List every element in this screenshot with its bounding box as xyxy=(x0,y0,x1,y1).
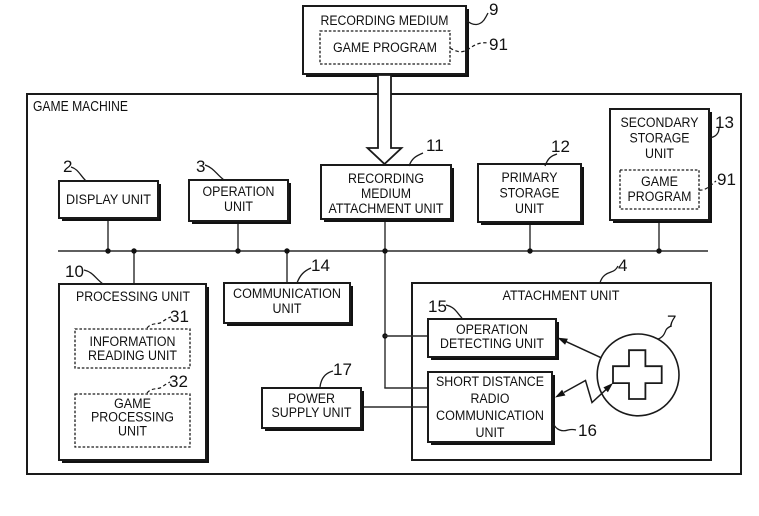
svg-text:9: 9 xyxy=(489,0,498,19)
svg-text:11: 11 xyxy=(426,136,444,155)
svg-text:UNIT: UNIT xyxy=(476,425,505,440)
svg-text:PRIMARY: PRIMARY xyxy=(502,170,558,185)
svg-text:COMMUNICATION: COMMUNICATION xyxy=(436,408,544,423)
svg-text:DISPLAY UNIT: DISPLAY UNIT xyxy=(66,192,151,207)
svg-text:DETECTING UNIT: DETECTING UNIT xyxy=(440,336,544,351)
svg-text:RECORDING MEDIUM: RECORDING MEDIUM xyxy=(321,13,449,28)
svg-text:SHORT DISTANCE: SHORT DISTANCE xyxy=(436,374,544,389)
svg-text:91: 91 xyxy=(717,170,736,189)
svg-text:UNIT: UNIT xyxy=(515,201,544,216)
svg-text:READING UNIT: READING UNIT xyxy=(88,348,177,363)
svg-text:GAME: GAME xyxy=(641,174,678,189)
svg-text:ATTACHMENT UNIT: ATTACHMENT UNIT xyxy=(503,288,620,303)
svg-text:MEDIUM: MEDIUM xyxy=(361,186,411,201)
svg-text:GAME MACHINE: GAME MACHINE xyxy=(33,98,128,115)
svg-text:14: 14 xyxy=(311,256,330,275)
svg-text:PROCESSING: PROCESSING xyxy=(91,410,174,425)
svg-text:10: 10 xyxy=(65,262,84,281)
svg-text:UNIT: UNIT xyxy=(645,146,674,161)
svg-text:31: 31 xyxy=(170,307,189,326)
svg-text:UNIT: UNIT xyxy=(273,301,302,316)
svg-text:16: 16 xyxy=(578,421,597,440)
svg-text:ATTACHMENT UNIT: ATTACHMENT UNIT xyxy=(329,201,444,216)
svg-text:OPERATION: OPERATION xyxy=(203,184,275,199)
svg-text:RECORDING: RECORDING xyxy=(348,171,424,186)
svg-text:STORAGE: STORAGE xyxy=(630,131,690,146)
svg-text:7: 7 xyxy=(667,312,676,331)
svg-text:UNIT: UNIT xyxy=(224,199,253,214)
svg-text:UNIT: UNIT xyxy=(118,424,147,439)
svg-text:32: 32 xyxy=(169,372,188,391)
svg-text:3: 3 xyxy=(196,157,205,176)
svg-text:INFORMATION: INFORMATION xyxy=(90,334,176,349)
svg-text:2: 2 xyxy=(63,157,72,176)
svg-text:13: 13 xyxy=(715,113,734,132)
svg-text:SUPPLY UNIT: SUPPLY UNIT xyxy=(272,405,352,420)
svg-text:STORAGE: STORAGE xyxy=(500,186,560,201)
svg-text:GAME PROGRAM: GAME PROGRAM xyxy=(333,40,437,55)
svg-text:RADIO: RADIO xyxy=(471,391,510,406)
svg-text:PROCESSING UNIT: PROCESSING UNIT xyxy=(76,289,190,304)
svg-text:GAME: GAME xyxy=(114,396,151,411)
svg-text:17: 17 xyxy=(333,360,352,379)
svg-text:12: 12 xyxy=(551,137,570,156)
svg-text:15: 15 xyxy=(428,297,447,316)
svg-text:COMMUNICATION: COMMUNICATION xyxy=(233,286,341,301)
svg-text:SECONDARY: SECONDARY xyxy=(621,115,699,130)
svg-text:4: 4 xyxy=(618,256,627,275)
svg-text:POWER: POWER xyxy=(288,391,335,406)
svg-text:OPERATION: OPERATION xyxy=(456,322,528,337)
svg-text:91: 91 xyxy=(489,35,508,54)
svg-text:PROGRAM: PROGRAM xyxy=(628,189,692,204)
